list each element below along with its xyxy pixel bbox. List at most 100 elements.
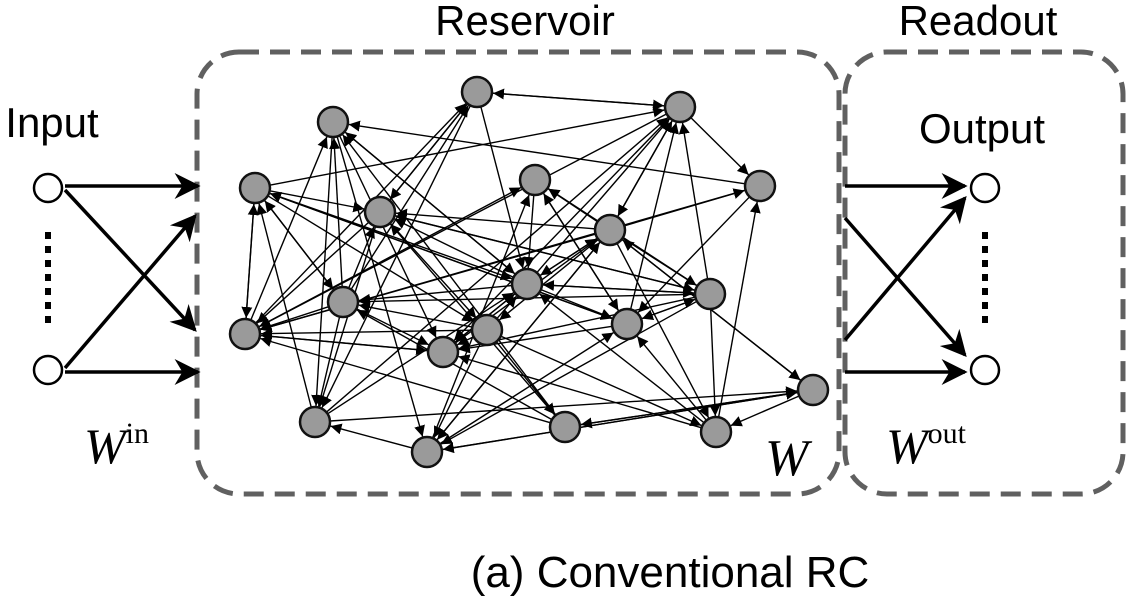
reservoir-edge [389, 223, 556, 417]
reservoir-edge [330, 423, 413, 449]
reservoir-edge [358, 301, 473, 328]
reservoir-edge [356, 308, 430, 346]
reservoir-edge [257, 186, 522, 328]
reservoir-edge [388, 103, 468, 201]
readout-title: Readout [899, 0, 1058, 44]
reservoir-edge [325, 116, 669, 413]
reservoir-edge [321, 105, 472, 408]
reservoir-edge [260, 330, 429, 352]
reservoir-edge [616, 242, 710, 419]
input-node [32, 354, 64, 386]
reservoir-edge [356, 309, 553, 421]
w-in-label: Win [84, 417, 149, 474]
reservoir-edge [395, 208, 596, 230]
reservoir-edge [245, 203, 259, 320]
reservoir-edge [254, 103, 467, 324]
output-arrow [843, 196, 967, 342]
reservoir-node [593, 213, 627, 247]
reservoir-edge [640, 297, 696, 320]
input-arrow [63, 188, 197, 332]
reservoir-node [460, 75, 494, 109]
reservoir-node [693, 277, 727, 311]
reservoir-edge [344, 131, 516, 275]
reservoir-node [796, 373, 830, 407]
reservoir-edge [453, 117, 671, 341]
reservoir-edge [389, 222, 477, 319]
reservoir-node [743, 169, 777, 203]
reservoir-edge [336, 136, 425, 437]
reservoir-edge [624, 188, 745, 227]
reservoir-edge [433, 343, 482, 438]
reservoir-edge [500, 335, 702, 427]
w-out-label: Wout [886, 417, 967, 474]
readout-layer [843, 172, 1001, 386]
reservoir-edge [256, 221, 370, 324]
reservoir-node [510, 267, 544, 301]
reservoir-edge [436, 241, 602, 441]
reservoir-node [410, 435, 444, 469]
figure-caption: (a) Conventional RC [471, 548, 870, 597]
reservoir-edge [260, 336, 551, 424]
reservoir-edge [256, 203, 312, 408]
w-label: W [765, 430, 813, 487]
reservoir-node [518, 163, 552, 197]
reservoir-edge [440, 300, 698, 445]
reservoir-edge [616, 120, 673, 218]
output-node [969, 354, 1001, 386]
reservoir-edge [709, 308, 721, 417]
input-node [32, 172, 64, 204]
w-out-superscript: out [928, 417, 967, 450]
w-in-superscript: in [126, 417, 149, 450]
reservoir-box [194, 49, 842, 497]
w-in-base: W [84, 418, 130, 474]
input-layer [32, 172, 201, 386]
reservoir-node [316, 105, 350, 139]
reservoir-node [699, 415, 733, 449]
reservoir-edge [539, 293, 705, 424]
reservoir-edge [456, 334, 474, 346]
reservoir-node [238, 171, 272, 205]
reservoir-edge [348, 120, 746, 185]
reservoir-node [426, 335, 460, 369]
reservoir-edge [498, 238, 599, 321]
reservoir-edge [636, 335, 708, 421]
input-label: Input [5, 99, 99, 146]
reservoir-edge [690, 117, 750, 176]
w-out-base: W [886, 418, 932, 474]
reservoir-edge [259, 306, 329, 331]
reservoir-edge [315, 316, 341, 407]
reservoir-edge [441, 388, 798, 451]
reservoir-node [363, 195, 397, 229]
reservoir-edge [637, 196, 751, 313]
reservoir-edge [495, 341, 556, 415]
reservoir-edge [264, 200, 335, 291]
reservoir-edge [348, 226, 375, 289]
reservoir-edge [547, 188, 598, 223]
reservoir-edge [329, 386, 798, 422]
reservoir-title: Reservoir [435, 0, 615, 44]
reservoir-edge [523, 194, 535, 269]
reservoir-edge [342, 134, 557, 416]
reservoir-edge [350, 105, 469, 290]
output-arrow [843, 216, 967, 357]
reservoir-edge [629, 122, 679, 310]
reservoir-node [470, 313, 504, 347]
reservoir-edge [480, 106, 526, 269]
reservoir-edge [678, 122, 709, 280]
reservoir-edge [540, 288, 613, 320]
input-arrow [63, 214, 197, 370]
reservoir-edge [329, 137, 343, 288]
reservoir-node [610, 307, 644, 341]
reservoir-edge [717, 201, 761, 418]
reservoir-edge [269, 192, 614, 320]
readout-box [842, 49, 1126, 497]
reservoir-edges [241, 88, 802, 454]
reservoir-edge [542, 280, 696, 294]
reservoir-edge [622, 237, 697, 286]
reservoir-node [663, 90, 697, 124]
reservoir-edge [260, 328, 473, 340]
reservoir-node [298, 405, 332, 439]
reservoir-edge [540, 237, 598, 276]
reservoir-edge [311, 136, 333, 407]
